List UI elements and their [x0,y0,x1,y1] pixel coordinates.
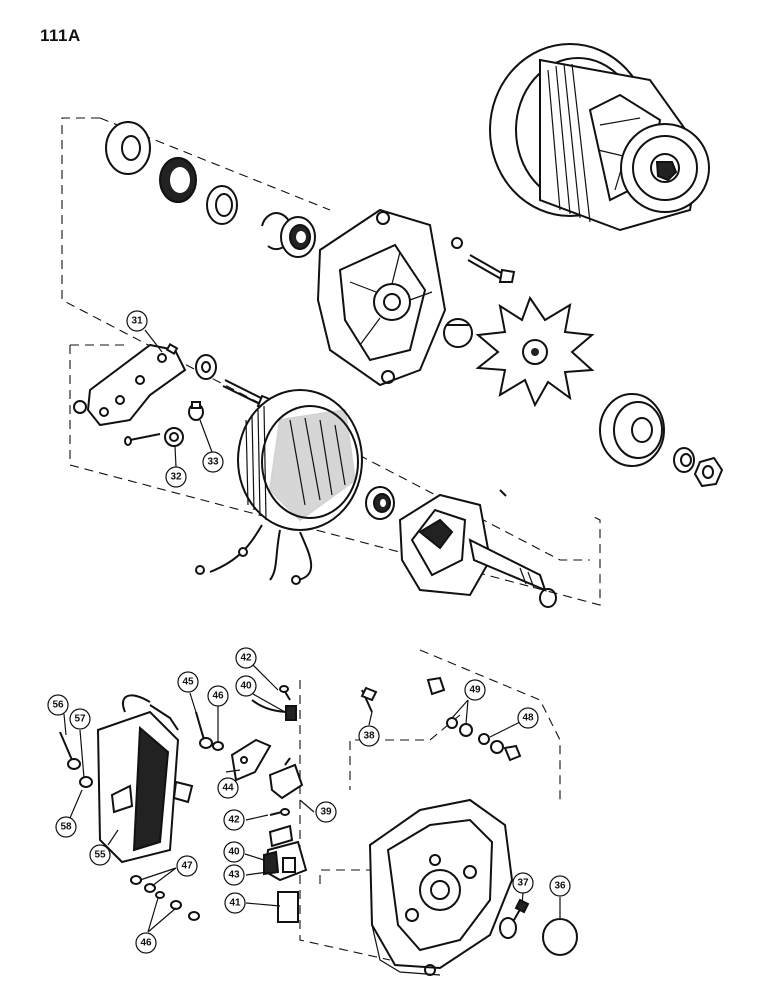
insulating-bushing [195,354,217,380]
callout-58: 58 [55,816,77,838]
terminal-screw [360,686,378,713]
terminal-nut-49 [426,676,446,696]
callout-46-lower: 46 [135,932,157,954]
svg-text:40: 40 [228,847,240,858]
slip-ring-end-frame [368,798,514,976]
o-ring [542,918,578,956]
drive-pulley [599,393,665,467]
regulator-washer [79,776,93,788]
cooling-fan [475,295,595,408]
callout-37: 37 [512,872,534,894]
screw-42-lower [269,808,290,816]
drive-end-frame [316,208,447,387]
screw-45 [195,711,213,749]
regulator-screw [59,731,81,770]
svg-text:42: 42 [228,815,240,826]
front-bearing [280,216,316,258]
brush-holder-lower [263,840,308,882]
assembly-guide-lines [61,117,601,961]
svg-text:56: 56 [52,700,64,711]
through-bolt [467,254,516,283]
diode-32 [164,427,184,447]
callout-40-lower: 40 [223,841,245,863]
nut-47 [130,875,142,885]
svg-text:33: 33 [207,457,219,468]
svg-text:40: 40 [240,681,252,692]
callout-48: 48 [517,707,539,729]
rotor-bearing [365,486,395,520]
brush-spring [277,891,299,923]
washer-46-lower-c [188,911,200,921]
callout-42-upper: 42 [235,647,257,669]
brush-plate [230,738,272,782]
callout-56: 56 [47,694,69,716]
seal-washer [206,185,238,225]
screw-42-upper [279,685,291,701]
callout-39: 39 [315,801,337,823]
svg-text:47: 47 [181,861,193,872]
washer-46-upper [212,741,224,751]
retainer-plate [105,121,151,175]
svg-text:48: 48 [522,713,534,724]
callout-42-lower: 42 [223,809,245,831]
felt-seal [159,157,197,203]
callout-57: 57 [69,708,91,730]
svg-text:42: 42 [240,653,252,664]
callout-55: 55 [89,844,111,866]
svg-text:46: 46 [140,938,152,949]
svg-text:36: 36 [554,881,566,892]
brush-40-upper [251,699,297,721]
brush-clip [268,824,294,848]
callout-47: 47 [176,855,198,877]
regulator [96,694,194,864]
callout-32: 32 [165,466,187,488]
svg-text:32: 32 [170,472,182,483]
washer-46-lower-a [155,891,165,899]
rotor-snap-ring [539,588,557,608]
callout-33: 33 [202,451,224,473]
svg-text:39: 39 [320,807,332,818]
nut-small [451,237,463,249]
stator [195,389,363,585]
svg-text:55: 55 [94,850,106,861]
svg-text:58: 58 [60,822,72,833]
terminal-washers [446,717,522,762]
svg-text:46: 46 [212,691,224,702]
spacer-sleeve [443,318,473,348]
svg-text:49: 49 [469,685,481,696]
assembled-alternator [489,43,710,232]
svg-text:31: 31 [131,316,143,327]
page-title: 111A [40,26,81,45]
callout-41: 41 [224,892,246,914]
pulley-nut [693,456,724,488]
svg-text:38: 38 [363,731,375,742]
washer-46-lower-b [170,900,182,910]
lock-washer [673,447,695,473]
heat-sink [86,343,187,427]
rotor [398,489,547,597]
callout-46-upper: 46 [207,685,229,707]
callout-36: 36 [549,875,571,897]
svg-text:44: 44 [222,783,234,794]
callout-45: 45 [177,671,199,693]
diode-33 [188,401,204,421]
callout-40-upper: 40 [235,675,257,697]
svg-text:43: 43 [228,870,240,881]
svg-text:41: 41 [229,898,241,909]
callout-43: 43 [223,864,245,886]
leader-lines [63,329,561,933]
diode-bolt [124,433,161,446]
callout-49: 49 [464,679,486,701]
callout-44: 44 [217,777,239,799]
svg-text:37: 37 [517,878,529,889]
svg-text:57: 57 [74,714,86,725]
svg-text:45: 45 [182,677,194,688]
brush-holder-upper [268,757,304,800]
insulator [73,400,87,414]
callout-38: 38 [358,725,380,747]
callout-31: 31 [126,310,148,332]
end-bearing-cap [499,898,530,939]
